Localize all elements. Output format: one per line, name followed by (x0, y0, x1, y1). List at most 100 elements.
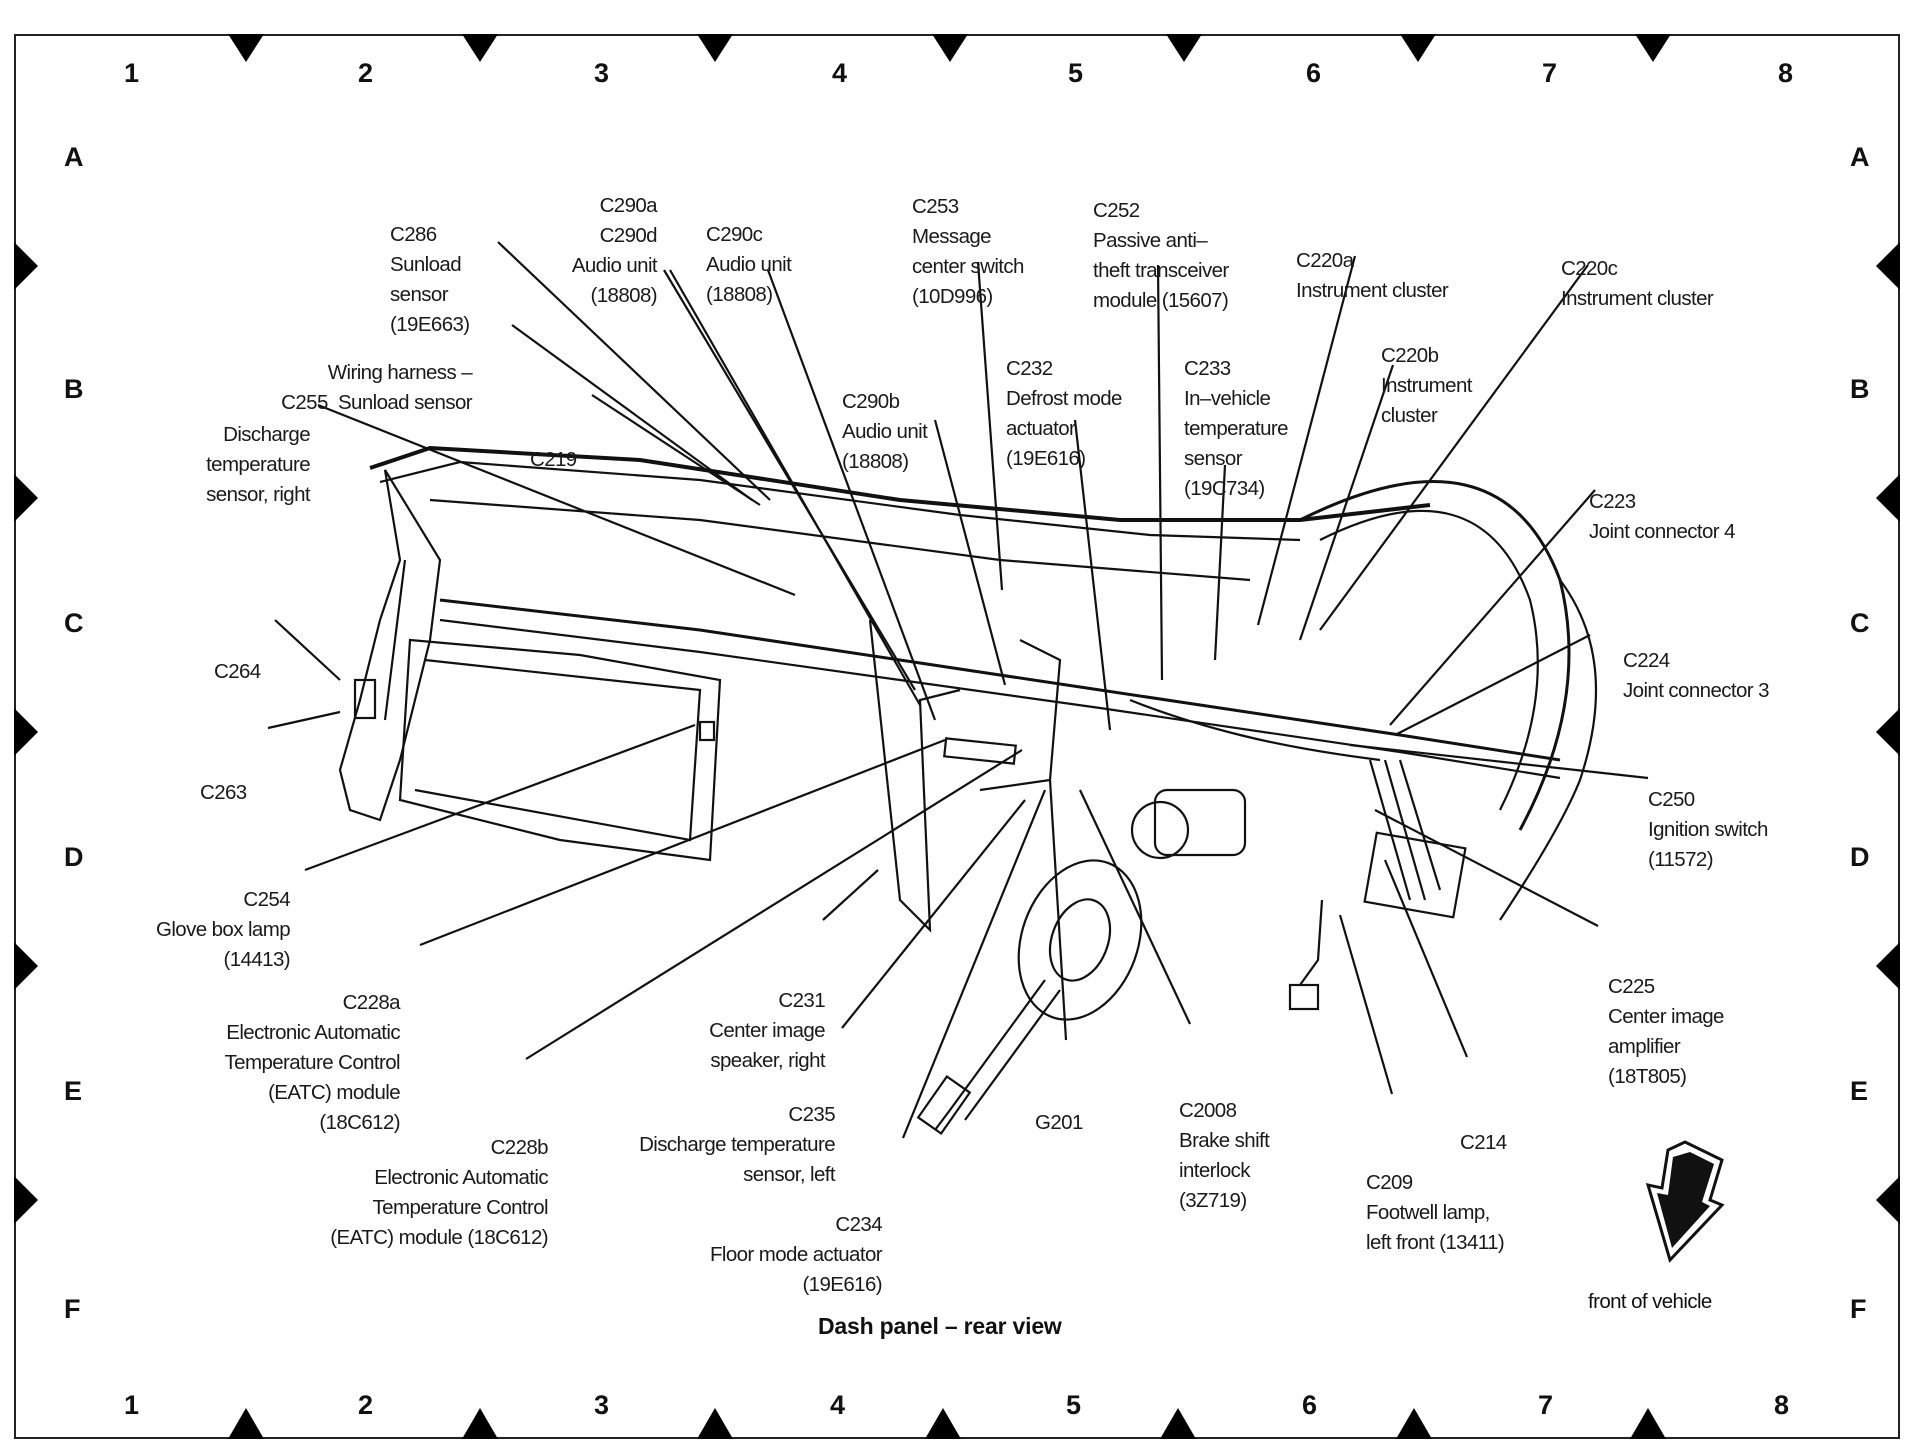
leader-line-c220a (1256, 255, 1357, 626)
leader-line-c231 (822, 869, 879, 921)
grid-marker (1166, 34, 1202, 62)
leader-line-c209 (1338, 914, 1394, 1095)
grid-marker (697, 34, 733, 62)
leader-line-c286 (497, 241, 771, 501)
callout-c214: C214 (1460, 1131, 1507, 1154)
row-letter-left: D (64, 842, 84, 872)
leader-line-discharge-right (317, 403, 796, 597)
front-of-vehicle-arrow-icon (1645, 1140, 1725, 1263)
column-number-bottom: 7 (1538, 1390, 1554, 1420)
footwell-lamp-wire (1299, 899, 1324, 986)
column-number-bottom: 6 (1302, 1390, 1318, 1420)
steering-column-inner (1048, 898, 1112, 982)
arrow-fill (1657, 1152, 1714, 1248)
leader-line-c223 (1389, 489, 1596, 726)
row-letter-left: F (64, 1294, 81, 1324)
grid-marker (1630, 1408, 1666, 1439)
leader-line-c290b (933, 419, 1007, 686)
center-image-amplifier (1363, 831, 1467, 919)
callout-c264: C264 (214, 660, 261, 683)
grid-marker (14, 474, 38, 522)
grid-marker (462, 34, 498, 62)
leader-line-c220c (1319, 264, 1589, 631)
front-of-vehicle-label: front of vehicle (1588, 1290, 1712, 1313)
column-number-bottom: 4 (830, 1390, 846, 1420)
column-number-top: 6 (1306, 58, 1322, 88)
grid-marker (1876, 708, 1900, 756)
leader-line-c290d (669, 269, 921, 706)
grid-marker (14, 242, 38, 290)
grid-marker (1876, 242, 1900, 290)
top-grid-markers (228, 34, 1671, 62)
diagram-title: Dash panel – rear view (818, 1313, 1062, 1339)
left-end-bracket-inner (383, 559, 407, 721)
leader-line-c220b (1298, 364, 1395, 641)
cluster-hood-right (1499, 579, 1598, 921)
grid-marker (14, 1176, 38, 1224)
grid-marker (1876, 474, 1900, 522)
dash-top-rail-inner (379, 460, 1301, 542)
steering-column-boss (1017, 859, 1143, 1021)
column-number-bottom: 1 (124, 1390, 140, 1420)
callout-c255: Wiring harness –C255 Sunload sensor (281, 361, 472, 414)
row-letter-left: C (64, 608, 84, 638)
grid-marker (1400, 34, 1436, 62)
callout-c219: C219 (530, 448, 577, 471)
row-letter-left: E (64, 1076, 83, 1106)
steering-shaft (934, 979, 1061, 1131)
row-letter-left: A (64, 142, 84, 172)
leader-line-c232 (1073, 419, 1112, 731)
left-grid-markers (14, 242, 38, 1224)
grid-marker (932, 34, 968, 62)
callout-c263: C263 (200, 781, 247, 804)
cluster-hood-arc-inner (1319, 509, 1539, 811)
column-number-top: 8 (1778, 58, 1794, 88)
footwell-lamp-connector (1288, 983, 1320, 1011)
leader-line-c253 (976, 261, 1004, 591)
column-number-top: 1 (124, 58, 140, 88)
leader-line-c235 (841, 799, 1026, 1029)
leader-line-c234 (901, 789, 1047, 1139)
wiring-bundle-2 (1368, 759, 1442, 901)
callout-g201: G201 (1035, 1111, 1083, 1134)
grid-marker (697, 1408, 733, 1439)
glove-box-lamp (698, 720, 716, 742)
leader-line-c228a (419, 738, 946, 947)
row-letter-right: C (1850, 608, 1870, 638)
center-stack-2 (979, 639, 1062, 792)
leader-line-c252 (1156, 264, 1164, 681)
row-letter-right: A (1850, 142, 1870, 172)
dash-top-rail-lower (429, 498, 1251, 582)
glove-box-frame-inner (414, 658, 702, 842)
column-number-bottom: 8 (1774, 1390, 1790, 1420)
leader-line-c264 (274, 619, 341, 681)
grid-marker (228, 1408, 264, 1439)
row-letter-left: B (64, 374, 84, 404)
row-letter-right: F (1850, 1294, 1867, 1324)
right-grid-markers (1876, 242, 1900, 1224)
left-end-bracket (338, 469, 442, 822)
center-stack (868, 619, 961, 933)
grid-marker (925, 1408, 961, 1439)
leader-line-c214 (1383, 859, 1469, 1058)
wiring-bundle (1129, 698, 1381, 762)
bottom-grid-markers (228, 1408, 1666, 1439)
row-letter-right: B (1850, 374, 1870, 404)
row-letter-right: E (1850, 1076, 1869, 1106)
leader-line-c233 (1213, 464, 1227, 661)
grid-marker (1160, 1408, 1196, 1439)
